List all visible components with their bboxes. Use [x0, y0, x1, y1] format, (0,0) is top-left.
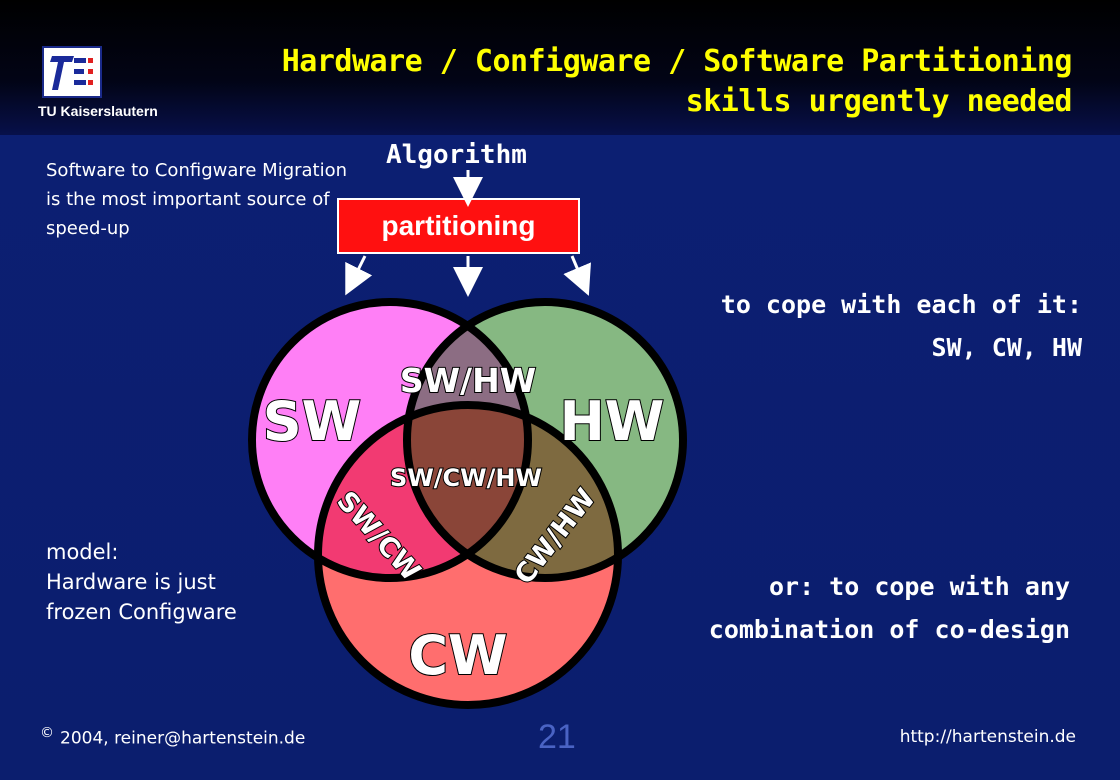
cope-each-note: to cope with each of it: SW, CW, HW — [721, 283, 1082, 369]
logo-caption: TU Kaiserslautern — [38, 103, 158, 119]
footer-left-text[interactable]: 2004, reiner@hartenstein.de — [60, 728, 306, 749]
cope-any-line-1: or: to cope with any — [768, 572, 1070, 601]
partitioning-box: partitioning — [337, 198, 580, 254]
model-line-2: Hardware is just — [46, 570, 216, 594]
hw-label: HW — [560, 390, 665, 453]
cope-each-line-1: to cope with each of it: — [720, 290, 1082, 319]
sw-hw-label: SW/HW — [400, 361, 536, 400]
footer-url[interactable]: http://hartenstein.de — [899, 727, 1076, 747]
cope-any-note: or: to cope with any combination of co-d… — [709, 565, 1070, 651]
cope-any-line-2: combination of co-design — [708, 615, 1070, 644]
model-line-1: model: — [46, 540, 119, 564]
model-note: model: Hardware is just frozen Configwar… — [46, 537, 336, 627]
arrow-to-hw — [563, 255, 591, 296]
tu-logo — [42, 46, 102, 98]
title-line-2: skills urgently needed — [685, 84, 1073, 119]
tu-logo-icon — [44, 48, 100, 96]
model-line-3: frozen Configware — [46, 600, 237, 624]
title-line-1: Hardware / Configware / Software Partiti… — [281, 44, 1073, 79]
cw-outline — [314, 401, 622, 709]
center-label: SW/CW/HW — [390, 464, 542, 492]
cw-label: CW — [408, 624, 507, 687]
cope-each-line-2: SW, CW, HW — [931, 333, 1082, 362]
migration-note: Software to Configware Migration is the … — [46, 160, 348, 239]
copyright-symbol: © — [40, 725, 54, 741]
page-title: Hardware / Configware / Software Partiti… — [281, 42, 1073, 122]
sw-outline — [248, 298, 532, 582]
arrow-to-sw — [345, 255, 373, 296]
page-number: 21 — [538, 718, 576, 756]
footer-copyright: © 2004, reiner@hartenstein.de — [40, 725, 305, 749]
algorithm-label: Algorithm — [386, 140, 527, 170]
sw-label: SW — [263, 390, 361, 453]
header-band — [0, 0, 1120, 135]
hw-outline — [403, 298, 687, 582]
